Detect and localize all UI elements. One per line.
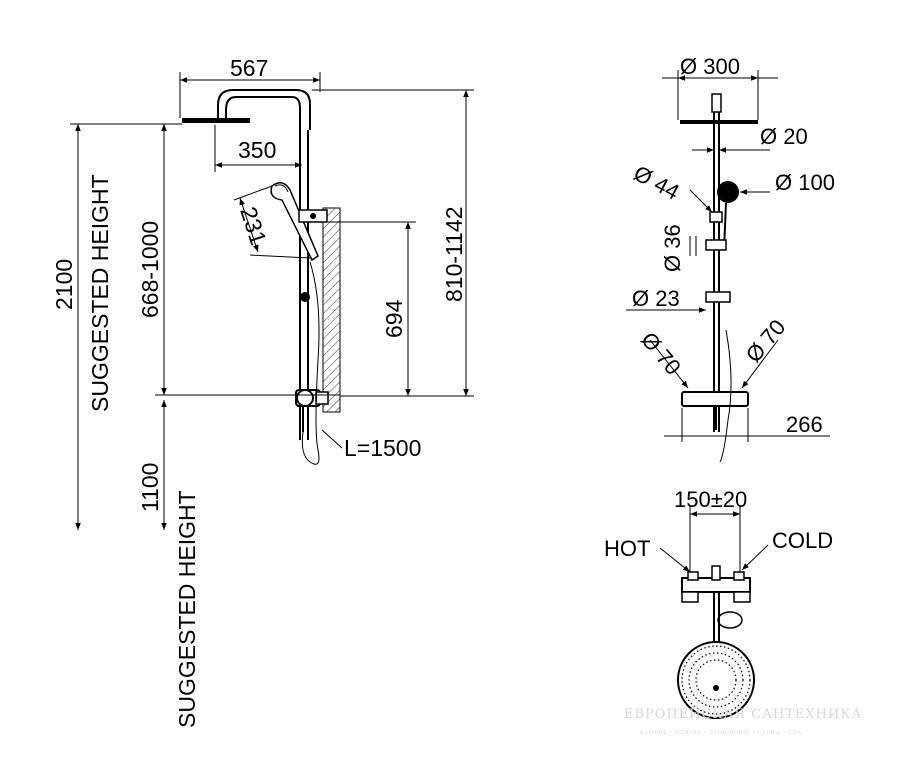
cold-label: COLD xyxy=(772,528,833,553)
handset-length-label: 231 xyxy=(235,204,272,249)
wall-hatch xyxy=(322,207,341,413)
slider-knob xyxy=(300,292,310,302)
knob-left-diameter-label: Ø 70 xyxy=(636,327,686,380)
head-offset-label: 350 xyxy=(238,137,276,163)
front-mixer xyxy=(681,391,749,407)
front-view: Ø 300 Ø 20 Ø 100 Ø 44 Ø 36 Ø 23 Ø 70 Ø 7… xyxy=(626,54,835,463)
lower-rail-diameter-label: Ø 23 xyxy=(632,286,680,311)
mixer-height-label: 1100 xyxy=(137,463,163,512)
holder-diameter-label: Ø 44 xyxy=(630,160,684,204)
handset-diameter-label: Ø 100 xyxy=(775,170,835,195)
side-view: 567 350 231 2100 SUGGESTED HEIGHT 668-10… xyxy=(51,55,474,728)
rail-diameter-label: Ø 20 xyxy=(760,124,808,149)
hose xyxy=(309,261,320,465)
bottom-view: 150±20 HOT COLD xyxy=(604,487,833,719)
front-handset xyxy=(717,181,739,203)
arm-length-label: 567 xyxy=(230,55,268,81)
rail-range-label: 810-1142 xyxy=(441,207,467,303)
mixer-width-label: 266 xyxy=(786,412,823,437)
suggested-height-label-2: SUGGESTED HEIGHT xyxy=(174,490,200,728)
watermark: ЕВРОПЕЙСКАЯ САНТЕХНИКА xyxy=(624,705,862,722)
overhead-head xyxy=(182,118,250,123)
shower-arm xyxy=(217,89,311,130)
head-diameter-label: Ø 300 xyxy=(680,54,740,79)
hot-label: HOT xyxy=(604,536,650,561)
watermark-subtext: КАМЕНЬ • ПЛИТКА • ОТОПЛЕНИЕ • САУНЫ • СП… xyxy=(640,730,802,736)
riser-pipe xyxy=(299,130,309,440)
inlet-spacing-label: 150±20 xyxy=(674,487,747,512)
hose-length-label: L=1500 xyxy=(344,435,421,461)
adjust-range-label: 668-1000 xyxy=(137,221,163,318)
handset xyxy=(270,182,319,262)
knob-right-diameter-label: Ø 70 xyxy=(741,315,791,368)
total-height-label: 2100 xyxy=(51,259,77,310)
suggested-height-label-1: SUGGESTED HEIGHT xyxy=(87,174,113,412)
slider-diameter-label: Ø 36 xyxy=(660,224,685,272)
bracket-height-label: 694 xyxy=(381,299,407,338)
